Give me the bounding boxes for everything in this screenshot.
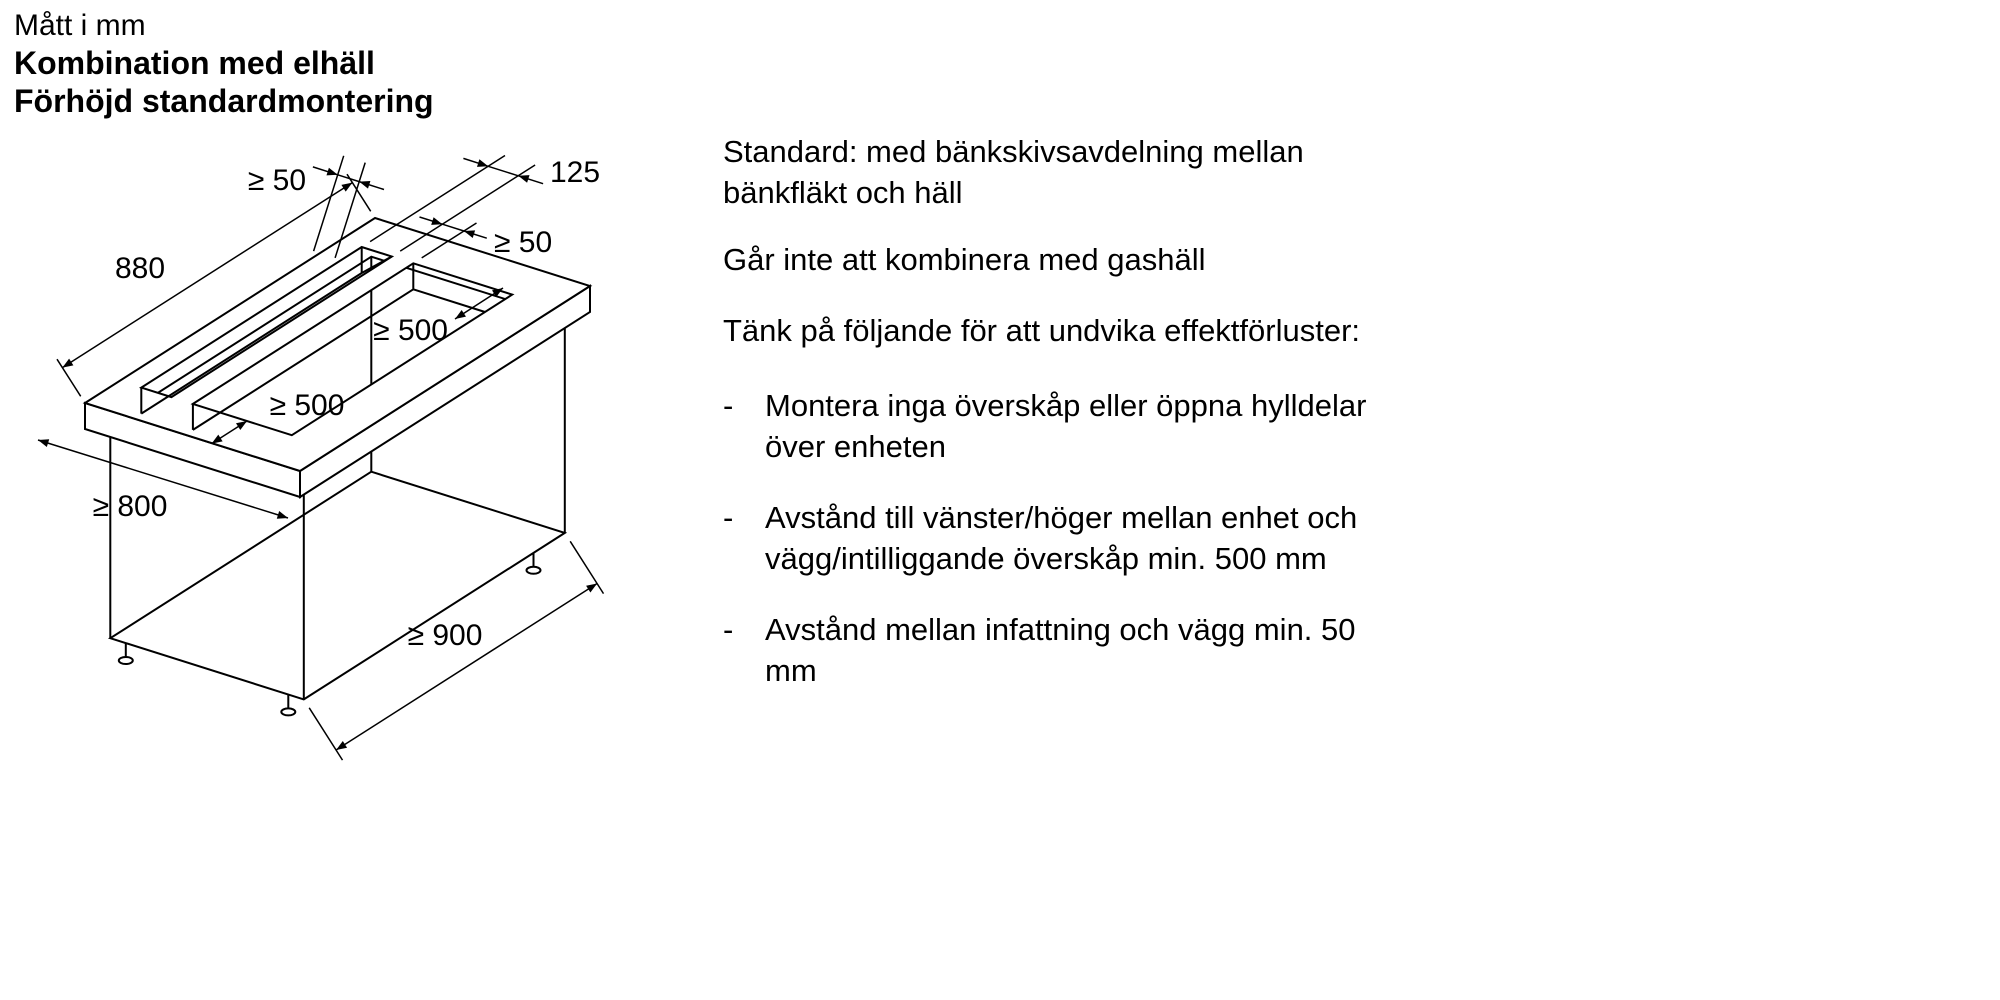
units-note: Mått i mm [14,9,146,42]
cutout-inner-walls [140,247,486,431]
foot-base [525,565,542,575]
installation-notes: Standard: med bänkskivsavdelning mellan … [723,131,1493,691]
dim-slot-depth-label: 125 [550,156,600,189]
clearance-arrow [454,287,504,320]
dimension-line [61,181,353,369]
note-bullet-frame-wall-distance: - Avstånd mellan infattning och vägg min… [723,609,1493,691]
dim-worktop-height-label: ≥ 800 [93,490,168,523]
vent-slot-walls [140,247,393,415]
dim-divider-gap-label: ≥ 50 [494,226,552,259]
title-combination: Kombination med elhäll [14,45,375,81]
arrow-tail [419,216,443,225]
extension-lines [369,154,536,252]
installation-diagram: 880 ≥ 50 125 ≥ 50 ≥ 500 ≥ 500 ≥ 800 [37,154,605,761]
foot-base [280,707,297,717]
arrow-tail [463,230,488,239]
dim-divider-gap [419,216,488,259]
extension-lines [56,173,372,397]
note-bullet-side-clearance: - Avstånd till vänster/höger mellan enhe… [723,497,1493,579]
dim-back-gap [312,155,385,259]
dimension-line [37,439,289,519]
bullet-dash: - [723,388,734,423]
dimension-line [337,174,360,183]
dimension-line [442,223,465,232]
arrow-tail [518,175,544,185]
bullet-text: Avstånd mellan infattning och vägg min. … [765,612,1356,688]
cabinet-feet [117,552,542,717]
dim-worktop-width-label: 880 [115,252,165,285]
dim-worktop-height [37,439,289,519]
title-mounting: Förhöjd standardmontering [14,83,434,119]
extension-lines [308,540,605,761]
extension-lines [421,222,477,259]
bullet-dash: - [723,500,734,535]
dim-slot-depth [369,154,544,252]
cabinet-bottom-frame [107,470,568,701]
arrow-tail [358,180,385,191]
dim-side-clearance-left-label: ≥ 500 [270,389,345,422]
bullet-text: Montera inga överskåp eller öppna hyllde… [765,388,1367,464]
dim-back-gap-label: ≥ 50 [248,164,306,197]
hob-cutout-walls [191,263,486,431]
note-gas-restriction: Går inte att kombinera med gashäll [723,242,1206,277]
dim-worktop-width [56,173,372,397]
dim-side-clearance-right-label: ≥ 500 [373,314,448,347]
cabinet-vertical-edges [109,256,566,700]
dim-cabinet-width [308,540,605,761]
arrow-tail [312,166,338,176]
note-bullet-overhead-cabinets: - Montera inga överskåp eller öppna hyll… [723,385,1493,467]
dim-side-clearance-right [454,287,504,320]
dim-cabinet-width-label: ≥ 900 [408,619,483,652]
arrow-tail [463,157,489,168]
dimension-line [335,582,598,751]
dimension-line [487,165,519,177]
extension-lines [312,155,366,259]
note-efficiency-heading: Tänk på följande för att undvika effektf… [723,313,1361,348]
title-block: Mått i mm Kombination med elhäll Förhöjd… [14,8,434,120]
bullet-text: Avstånd till vänster/höger mellan enhet … [765,500,1358,576]
foot-base [117,656,134,665]
bullet-dash: - [723,612,734,647]
note-standard: Standard: med bänkskivsavdelning mellan … [723,134,1304,210]
